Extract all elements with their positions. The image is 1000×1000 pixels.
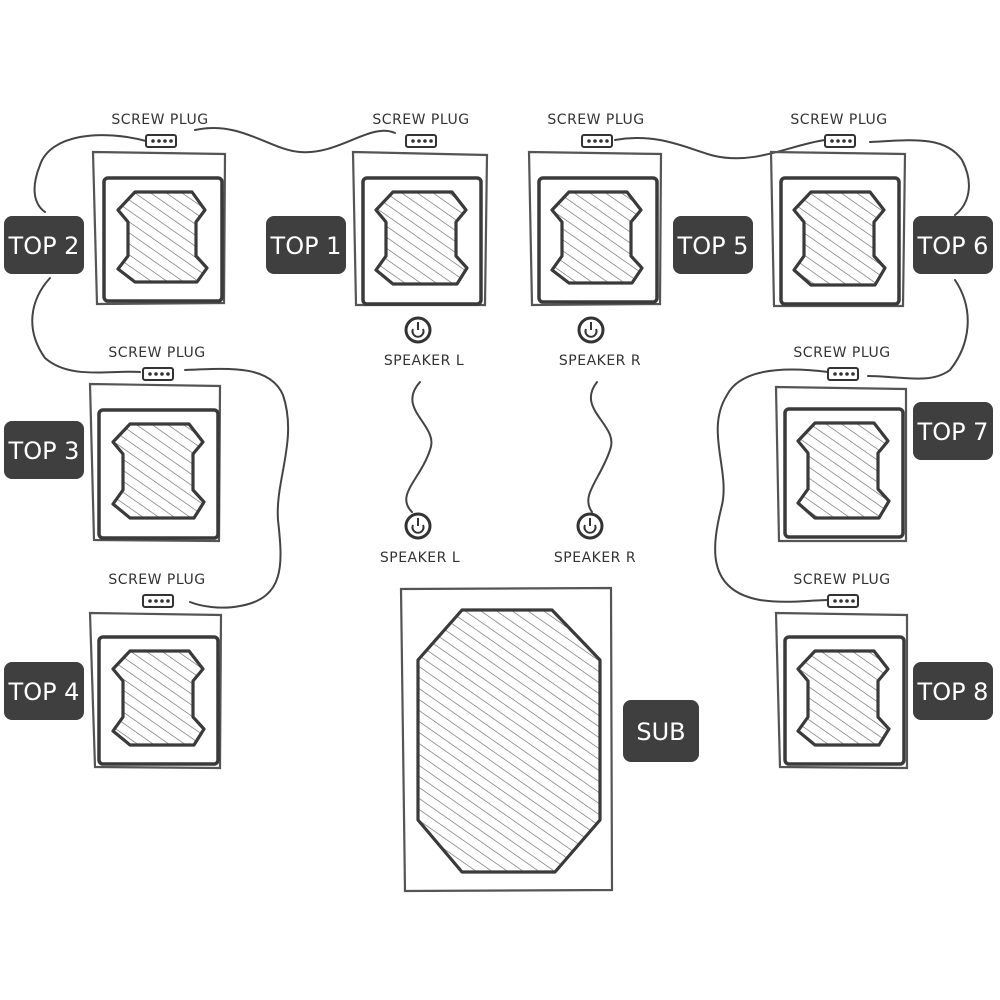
speaker-top7 [774, 385, 908, 543]
cable-top7-top8 [714, 368, 831, 603]
tag-top3-text: TOP 3 [8, 437, 80, 465]
cables [31, 127, 970, 609]
screw-plug-top3: SCREW PLUG [108, 345, 205, 381]
tag-top3: TOP 3 [4, 421, 84, 479]
tag-top6: TOP 6 [913, 216, 993, 274]
screw-plug-top4: SCREW PLUG [108, 572, 205, 608]
screw-plug-icon [827, 594, 859, 608]
tag-top1: TOP 1 [266, 216, 346, 274]
speaker-top1 [351, 150, 489, 307]
speaker-l-top-label: SPEAKER L [384, 353, 464, 369]
screw-plug-label: SCREW PLUG [108, 345, 205, 361]
screw-plug-label: SCREW PLUG [108, 572, 205, 588]
cable-speaker-l [405, 381, 433, 513]
screw-plug-icon [142, 594, 174, 608]
speaker-r-bottom-label: SPEAKER R [554, 550, 636, 566]
screw-plug-icon [827, 367, 859, 381]
tag-top4: TOP 4 [4, 662, 84, 720]
screw-plug-top2: SCREW PLUG [111, 112, 208, 148]
screw-plug-icon [824, 134, 856, 148]
speaker-top6 [769, 150, 907, 308]
cable-top2-loop [33, 134, 151, 213]
tag-top1-text: TOP 1 [270, 232, 342, 260]
cable-top6-top7 [867, 279, 969, 380]
screw-plug-label: SCREW PLUG [547, 112, 644, 128]
cable-top2-top1 [194, 127, 396, 154]
speaker-r-top-label: SPEAKER R [559, 353, 641, 369]
subwoofer [399, 586, 614, 893]
screw-plug-label: SCREW PLUG [793, 572, 890, 588]
screw-plug-icon [405, 134, 437, 148]
jack-speaker-l-bottom: SPEAKER L [380, 512, 460, 566]
screw-plug-top1: SCREW PLUG [372, 112, 469, 148]
speaker-l-bottom-label: SPEAKER L [380, 550, 460, 566]
speaker-top3 [88, 382, 222, 543]
jack-speaker-r-top: SPEAKER R [559, 316, 641, 369]
screw-plug-top6: SCREW PLUG [790, 112, 887, 148]
speaker-top4 [88, 611, 223, 770]
screw-plug-top7: SCREW PLUG [793, 345, 890, 381]
screw-plug-top8: SCREW PLUG [793, 572, 890, 608]
jack-speaker-r-bottom: SPEAKER R [554, 512, 636, 566]
jack-speaker-l-top: SPEAKER L [384, 316, 464, 369]
speaker-top8 [774, 611, 909, 770]
tag-top5-text: TOP 5 [677, 232, 749, 260]
screw-plug-icon [145, 134, 177, 148]
cable-speaker-r [587, 381, 613, 513]
tag-top7-text: TOP 7 [917, 418, 989, 446]
tag-top4-text: TOP 4 [8, 678, 80, 706]
screw-plug-label: SCREW PLUG [372, 112, 469, 128]
screw-plug-label: SCREW PLUG [793, 345, 890, 361]
screw-plug-icon [142, 367, 174, 381]
speaker-top2 [91, 150, 227, 306]
screw-plug-label: SCREW PLUG [790, 112, 887, 128]
cable-top5-top6 [614, 136, 826, 160]
tag-top2: TOP 2 [4, 216, 84, 274]
tag-sub-text: SUB [636, 718, 685, 746]
cable-top3-top4 [184, 367, 290, 609]
tag-top7: TOP 7 [913, 402, 993, 460]
tag-top5: TOP 5 [673, 216, 753, 274]
tag-top8: TOP 8 [913, 662, 993, 720]
speaker-top5 [527, 150, 663, 307]
tag-top8-text: TOP 8 [917, 678, 989, 706]
screw-plug-icon [581, 134, 613, 148]
screw-plug-label: SCREW PLUG [111, 112, 208, 128]
cable-top6-loop [869, 139, 970, 216]
sub-cone [416, 608, 602, 874]
tag-sub: SUB [623, 700, 699, 762]
tag-top2-text: TOP 2 [8, 232, 80, 260]
screw-plug-top5: SCREW PLUG [547, 112, 644, 148]
tag-top6-text: TOP 6 [917, 232, 989, 260]
cable-top2-top3 [31, 277, 141, 374]
